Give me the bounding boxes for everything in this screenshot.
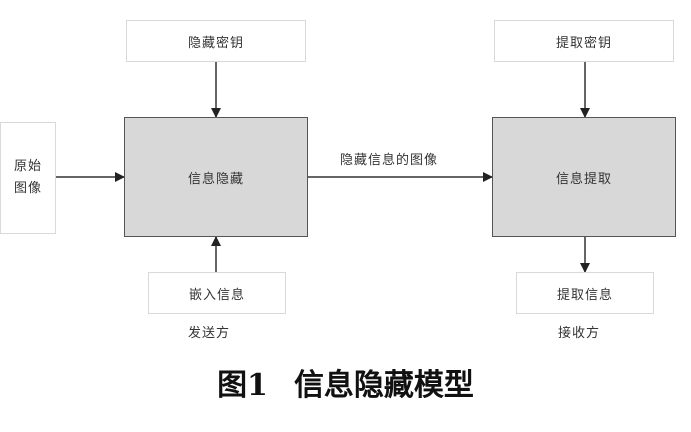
sender-label: 发送方 [188,326,231,341]
extracted-info-label: 提取信息 [556,287,613,303]
input-info-label: 嵌入信息 [188,287,245,303]
hide-key-box: 隐藏密钥 [126,20,306,62]
hide-key-label: 隐藏密钥 [187,35,244,51]
original-image-label: 原始 图像 [14,156,42,200]
extracted-info-box: 提取信息 [516,272,654,314]
hidden-image-label: 隐藏信息的图像 [340,153,439,168]
figure-number: 图1 [217,368,268,403]
original-image-line2: 图像 [13,181,42,196]
original-image-line1: 原始 [13,159,42,174]
info-extraction-label: 信息提取 [555,171,612,187]
extract-key-box: 提取密钥 [494,20,674,62]
receiver-label: 接收方 [558,326,601,341]
original-image-box: 原始 图像 [0,122,56,234]
figure-caption: 图1 信息隐藏模型 [0,360,691,404]
info-hiding-label: 信息隐藏 [187,171,244,187]
info-hiding-box: 信息隐藏 [124,117,308,237]
info-extraction-box: 信息提取 [492,117,676,237]
figure-title: 信息隐藏模型 [293,368,474,403]
extract-key-label: 提取密钥 [555,35,612,51]
input-info-box: 嵌入信息 [148,272,286,314]
